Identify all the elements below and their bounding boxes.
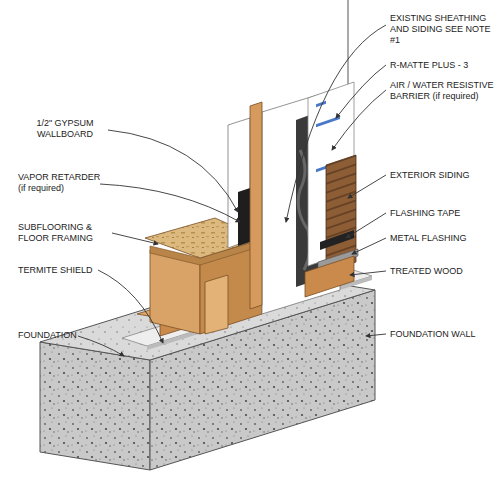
flashing-tape — [320, 230, 354, 250]
leader-line — [348, 175, 386, 198]
callout-label: EXTERIOR SIDING — [390, 170, 495, 181]
callout-label: VAPOR RETARDER (if required) — [18, 172, 102, 194]
leader-line — [112, 233, 158, 244]
vapor-retarder — [238, 188, 250, 246]
leader-line — [352, 238, 386, 254]
leader-line — [100, 184, 240, 222]
leader-line — [98, 270, 163, 343]
leader-line — [336, 65, 386, 118]
blocking — [205, 275, 228, 334]
callout-label: FOUNDATION WALL — [390, 329, 495, 340]
callout-label: 1/2" GYPSUM WALLBOARD — [22, 118, 108, 140]
gypsum-board — [228, 118, 250, 248]
stud — [250, 102, 262, 309]
callout-label: AIR / WATER RESISTIVE BARRIER (if requir… — [390, 80, 495, 102]
leader-line — [366, 334, 386, 336]
leader-line — [346, 213, 386, 238]
callout-label: FOUNDATION — [18, 330, 88, 341]
callout-label: SUBFLOORING & FLOOR FRAMING — [18, 222, 110, 244]
leader-line — [350, 271, 386, 275]
callout-label: FLASHING TAPE — [390, 208, 495, 219]
callout-label: EXISTING SHEATHING AND SIDING SEE NOTE #… — [390, 13, 495, 46]
callout-label: METAL FLASHING — [390, 233, 495, 244]
leader-line — [78, 336, 124, 356]
callout-label: TERMITE SHIELD — [18, 265, 108, 276]
foundation-end — [40, 342, 150, 470]
leader-line — [286, 25, 386, 222]
callout-label: R-MATTE PLUS - 3 — [390, 60, 495, 71]
wall-plane-line — [348, 0, 349, 92]
leader-line — [108, 130, 238, 212]
treated-wood — [305, 256, 354, 297]
callout-label: TREATED WOOD — [390, 266, 495, 277]
leader-line — [332, 90, 386, 150]
